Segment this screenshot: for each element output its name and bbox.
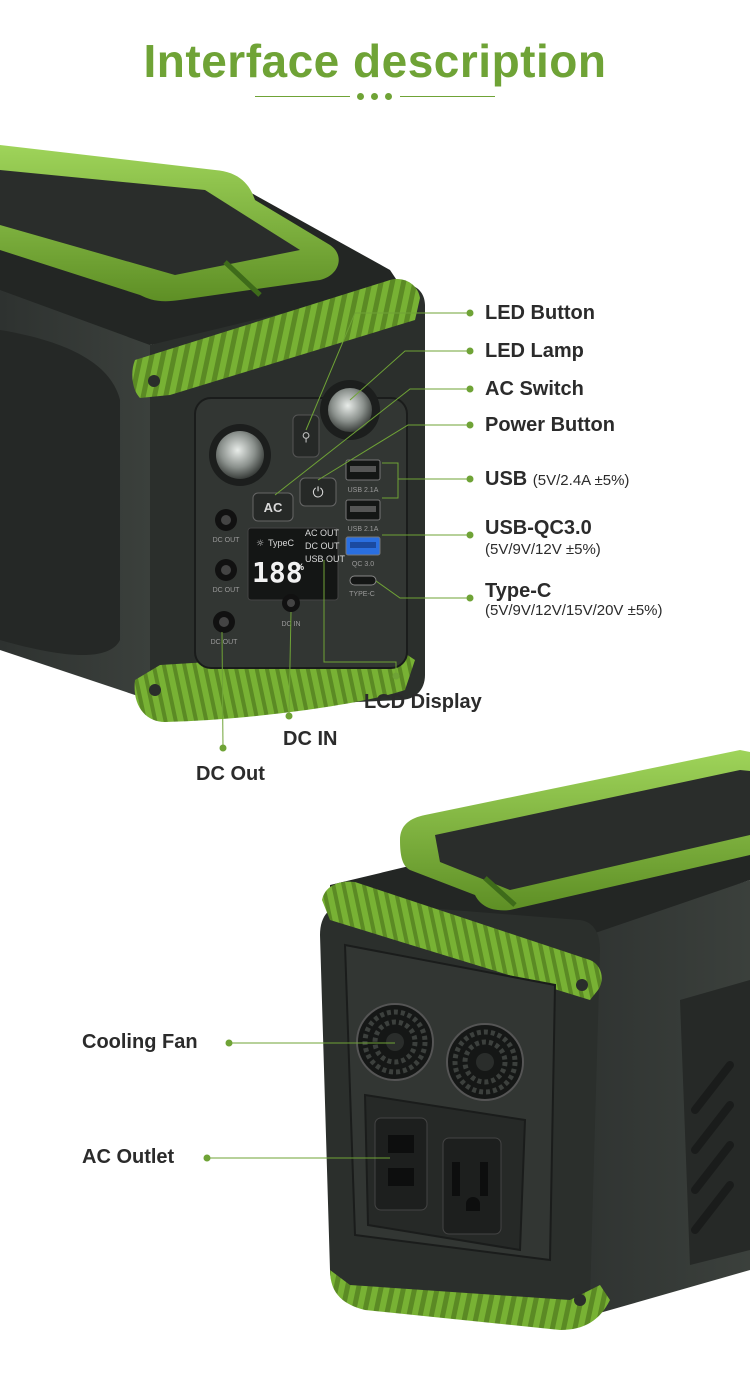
title-dot [385,93,392,100]
ac-outlet-right [442,1137,502,1235]
label-lcd-display: LCD Display [364,691,482,713]
lcd-dc-out-text: DC OUT [305,541,340,551]
label-usb-name: USB [485,468,528,490]
lcd-typec-text: TypeC [268,538,295,548]
ac-outlet-left [374,1117,428,1211]
lcd-usb-out-text: USB OUT [305,554,346,564]
label-ac-outlet: AC Outlet [82,1146,175,1168]
usb-qc-port-text: QC 3.0 [352,561,374,568]
label-usb-qc: USB-QC3.0 [485,517,592,539]
svg-text:☼: ☼ [256,539,264,549]
usb-port-1-text: USB 2.1A [348,487,379,494]
label-dc-in: DC IN [283,728,338,750]
usb-port-2-text: USB 2.1A [348,526,379,533]
label-dc-out: DC Out [196,763,265,785]
dc-out-3-text: DC OUT [211,639,239,646]
back-bumper-bottom [330,1270,610,1330]
front-callout-dots [219,309,474,752]
title-dot [357,93,364,100]
label-type-c-spec: (5V/9V/12V/15V/20V ±5%) [485,602,663,619]
type-c-port-text: TYPE-C [349,591,375,598]
dc-out-1-text: DC OUT [213,537,241,544]
dc-out-ports: DC OUT DC OUT DC OUT [211,509,241,646]
label-power-button: Power Button [485,414,615,436]
back-callout-lines [207,1042,395,1159]
ac-switch-button [252,492,294,522]
dc-out-2-text: DC OUT [213,587,241,594]
back-callout-dots [203,1039,233,1162]
title-divider-left [255,96,350,97]
front-bumper-top [132,279,420,398]
title-dot [371,93,378,100]
title-divider-right [400,96,495,97]
power-icon: ⏻ [312,485,323,501]
back-side-vents [691,1061,734,1234]
page-title: Interface description [143,35,607,87]
ac-switch-text: AC [264,500,283,515]
type-c-port [349,575,377,586]
led-button [292,414,320,458]
cooling-fan-left [356,1003,434,1081]
power-button [299,477,337,507]
label-type-c: Type-C [485,580,552,602]
svg-text:⚲: ⚲ [302,430,311,444]
label-ac-switch: AC Switch [485,378,584,400]
back-device [320,750,750,1330]
cooling-fan-right [446,1023,524,1101]
back-bumper-top [322,881,602,1000]
label-usb-spec: (5V/2.4A ±5%) [532,472,630,489]
label-led-button: LED Button [485,302,595,324]
front-callout-lines [221,312,470,749]
lcd-ac-out-text: AC OUT [305,528,340,538]
front-device: ⚲ AC ⏻ USB 2.1A USB 2.1A QC 3.0 TYPE-C ☼… [0,145,425,722]
label-usb: USB (5V/2.4A ±5%) [485,468,629,491]
front-handle-gap [223,260,262,297]
label-led-lamp: LED Lamp [485,340,584,362]
lcd-percent: % [296,562,304,572]
lcd-digits: 188 [252,556,303,589]
front-device-side-recess [0,330,120,655]
label-cooling-fan: Cooling Fan [82,1031,198,1053]
label-usb-qc-spec: (5V/9V/12V ±5%) [485,541,601,558]
front-handle-inner [0,170,300,275]
